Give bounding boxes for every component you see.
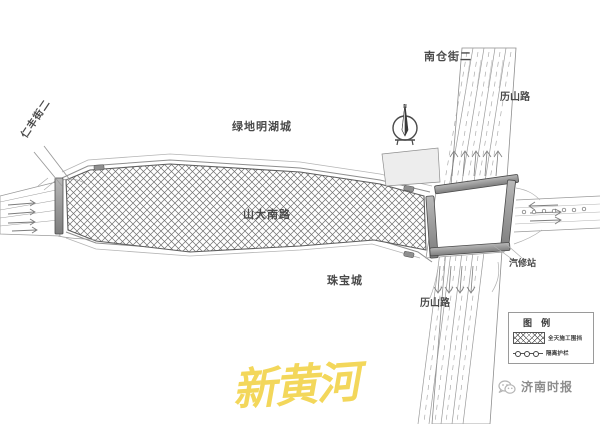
- place-label-lvdi-minghu-city: 绿地明湖城: [232, 120, 292, 133]
- legend-label-fence: 隔离护栏: [546, 351, 569, 357]
- road-label-lishan-road-north: 历山路: [500, 92, 530, 103]
- brand-name: 济南时报: [521, 380, 574, 394]
- legend-label-closure: 全天施工围挡: [548, 336, 583, 342]
- legend-swatch-fence: [513, 348, 543, 358]
- north-arrow-icon: N: [392, 103, 418, 146]
- east-intersection: [381, 147, 600, 299]
- poi-label-auto-repair-station: 汽修站: [509, 259, 537, 269]
- west-intersection: [0, 145, 97, 241]
- legend-item-closure: 全天施工围挡: [513, 332, 582, 344]
- street-label-nancangjie: 南仓街二: [424, 50, 472, 63]
- median-fence: [521, 206, 587, 215]
- legend-swatch-hatch: [513, 332, 545, 344]
- road-label-shanda-south-road: 山大南路: [243, 208, 291, 221]
- wechat-icon: [498, 379, 516, 394]
- svg-text:N: N: [403, 104, 407, 110]
- legend-title: 图 例: [523, 319, 554, 329]
- closure-zone: [65, 163, 427, 253]
- road-label-lishan-road-south: 历山路: [420, 298, 450, 309]
- east-exit-road: [513, 195, 600, 233]
- brand-credit: 济南时报: [498, 378, 573, 395]
- legend-box: 图 例 全天施工围挡 隔离护栏: [508, 312, 594, 364]
- north-road-stripes: [465, 59, 504, 89]
- barrier-bars: [425, 174, 519, 259]
- place-label-jewelry-city: 珠宝城: [327, 274, 363, 287]
- watermark-xinhuanghe: 新黄河: [230, 356, 360, 417]
- legend-item-fence: 隔离护栏: [513, 348, 569, 358]
